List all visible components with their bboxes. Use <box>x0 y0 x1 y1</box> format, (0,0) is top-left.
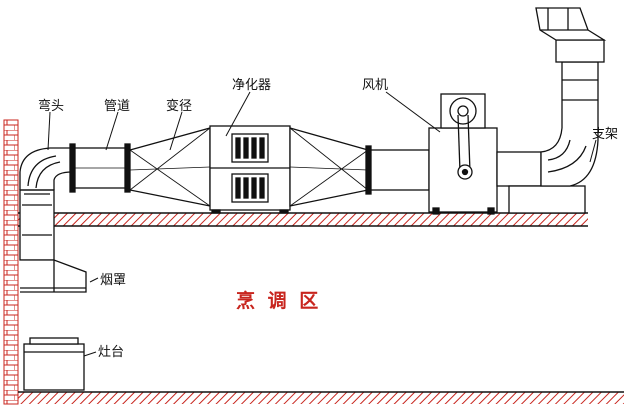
label-hood: 烟罩 <box>100 273 126 288</box>
label-fan: 风机 <box>362 78 388 93</box>
label-duct: 管道 <box>104 99 130 114</box>
reducer <box>129 127 211 207</box>
label-bracket: 支架 <box>592 127 618 142</box>
ceiling-slab <box>18 212 588 227</box>
duct <box>69 143 131 193</box>
elbow <box>19 147 73 191</box>
label-stove: 灶台 <box>98 345 124 360</box>
fan-outlet-duct <box>496 151 586 214</box>
reducer-outlet <box>289 127 372 207</box>
zone-label: 烹 调 区 <box>236 289 321 312</box>
floor-slab <box>18 391 624 404</box>
label-reducer: 变径 <box>166 98 192 114</box>
exhaust-stack <box>535 7 607 187</box>
fan <box>428 93 498 215</box>
hood <box>19 189 87 293</box>
stove <box>23 337 85 391</box>
label-elbow: 弯头 <box>38 98 64 114</box>
fan-inlet-duct <box>370 149 430 191</box>
leader-lines <box>47 91 597 357</box>
label-purifier: 净化器 <box>232 78 271 93</box>
brick-wall <box>3 119 19 405</box>
purifier <box>209 125 291 214</box>
